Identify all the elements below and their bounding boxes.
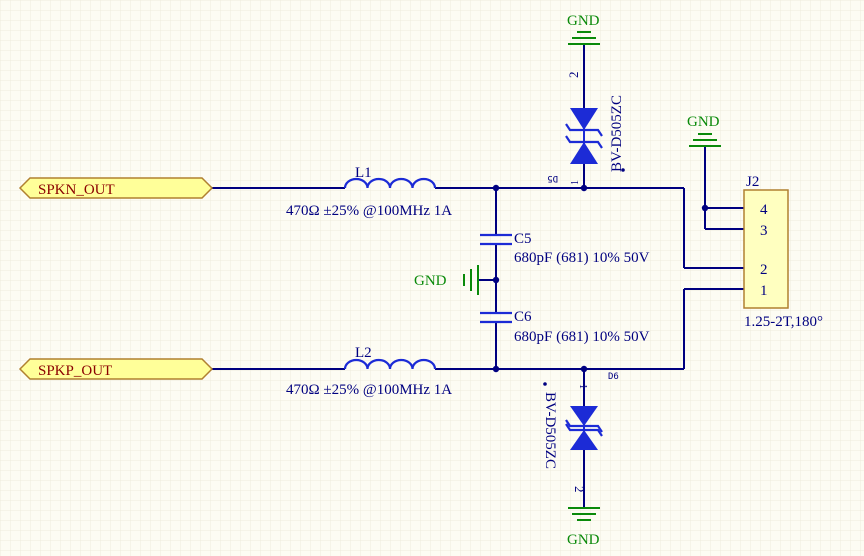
diode-bar bbox=[565, 423, 603, 437]
port-label: SPKN_OUT bbox=[38, 182, 115, 198]
capacitor-c5[interactable]: C5 680pF (681) 10% 50V bbox=[480, 231, 650, 266]
inductor-coil bbox=[343, 177, 437, 189]
ground-symbol-caps bbox=[463, 265, 479, 295]
connector-pin-number: 4 bbox=[760, 202, 768, 218]
ground-label: GND bbox=[567, 532, 600, 548]
connector-pin-number: 2 bbox=[760, 262, 768, 278]
junction-dot bbox=[492, 365, 500, 373]
ground-symbol-d5 bbox=[568, 31, 600, 45]
ground-label: GND bbox=[414, 273, 447, 289]
capacitor-value: 680pF (681) 10% 50V bbox=[514, 250, 650, 266]
capacitor-ref: C5 bbox=[514, 231, 532, 247]
diode-pin-number: 1 bbox=[577, 384, 588, 389]
inductor-value: 470Ω ±25% @100MHz 1A bbox=[286, 203, 452, 219]
capacitor-ref: C6 bbox=[514, 309, 532, 325]
diode-ref: D5 bbox=[547, 173, 558, 183]
diode-part-number: BV-D505ZC bbox=[609, 95, 625, 172]
capacitor-value: 680pF (681) 10% 50V bbox=[514, 329, 650, 345]
connector-body bbox=[743, 189, 789, 309]
diode-pin-number: 1 bbox=[570, 180, 581, 185]
tvs-diode-d5[interactable]: 2 1 BV-D505ZC D5 bbox=[547, 44, 625, 188]
capacitor-c6[interactable]: C6 680pF (681) 10% 50V bbox=[480, 309, 650, 345]
diode-bar bbox=[565, 135, 603, 149]
connector-ref: J2 bbox=[746, 174, 759, 190]
ground-label: GND bbox=[687, 114, 720, 130]
inductor-l1[interactable]: L1 470Ω ±25% @100MHz 1A bbox=[286, 165, 452, 219]
diode-bar bbox=[565, 419, 603, 433]
connector-pin-number: 3 bbox=[760, 223, 768, 239]
port-shape bbox=[18, 177, 214, 199]
inductor-l2[interactable]: L2 470Ω ±25% @100MHz 1A bbox=[286, 345, 452, 398]
port-spkp-out[interactable]: SPKP_OUT bbox=[18, 358, 214, 380]
port-label: SPKP_OUT bbox=[38, 363, 112, 379]
diode-pin-number: 2 bbox=[566, 72, 581, 79]
junction-dot bbox=[492, 276, 500, 284]
inductor-ref: L2 bbox=[355, 345, 372, 361]
port-spkn-out[interactable]: SPKN_OUT bbox=[18, 177, 214, 199]
junctions bbox=[492, 184, 709, 373]
port-shape bbox=[18, 358, 214, 380]
inductor-ref: L1 bbox=[355, 165, 372, 181]
ground-symbol-d6 bbox=[568, 507, 600, 521]
diode-pin-number: 2 bbox=[572, 486, 587, 493]
inductor-value: 470Ω ±25% @100MHz 1A bbox=[286, 382, 452, 398]
connector-part-number: 1.25-2T,180° bbox=[744, 314, 823, 330]
diode-part-number: BV-D505ZC bbox=[542, 392, 558, 469]
diode-ref: D6 bbox=[608, 372, 619, 382]
junction-dot bbox=[492, 184, 500, 192]
ground-label: GND bbox=[567, 13, 600, 29]
inductor-coil bbox=[343, 358, 437, 370]
pin1-marker bbox=[543, 382, 547, 386]
connector-j2[interactable]: J2 4 3 2 1 1.25-2T,180° bbox=[743, 174, 823, 330]
junction-dot bbox=[701, 204, 709, 212]
pin1-marker bbox=[621, 168, 625, 172]
diode-bar bbox=[565, 123, 603, 137]
tvs-diode-d6[interactable]: 1 2 BV-D505ZC D6 bbox=[542, 369, 619, 508]
ground-symbol-j2 bbox=[689, 133, 721, 147]
connector-pin-number: 1 bbox=[760, 283, 768, 299]
